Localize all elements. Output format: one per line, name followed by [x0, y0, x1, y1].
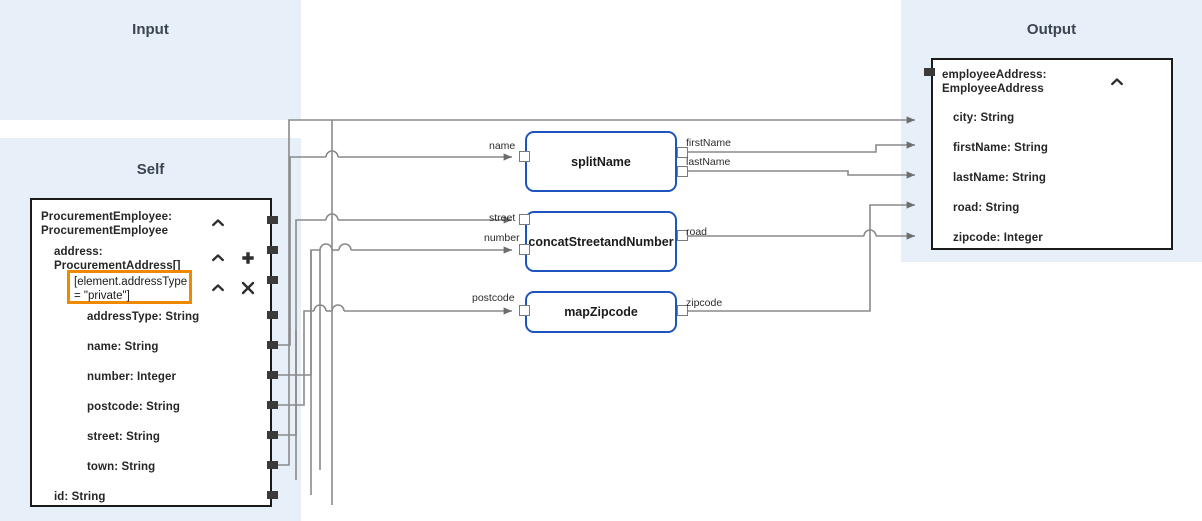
- self-structure-box: ProcurementEmployee: ProcurementEmployee…: [30, 198, 272, 507]
- output-field-city: city: String: [953, 112, 1015, 124]
- output-root-label: employeeAddress: EmployeeAddress: [942, 69, 1047, 95]
- self-field-town: town: String: [87, 461, 156, 473]
- input-panel-title: Input: [132, 21, 169, 38]
- self-port-name[interactable]: [267, 341, 278, 349]
- self-field-addressType: addressType: String: [87, 311, 200, 323]
- port-label-lastName: lastName: [686, 156, 731, 168]
- port-label-street: street: [489, 212, 516, 224]
- chevron-up-icon[interactable]: [210, 280, 226, 296]
- self-field-postcode: postcode: String: [87, 401, 180, 413]
- self-port-street[interactable]: [267, 431, 278, 439]
- port-label-name: name: [489, 140, 516, 152]
- self-port-town[interactable]: [267, 461, 278, 469]
- plus-icon[interactable]: [240, 250, 256, 266]
- output-structure-box: employeeAddress: EmployeeAddress city: S…: [931, 58, 1173, 250]
- output-field-lastName: lastName: String: [953, 172, 1046, 184]
- port-in-number[interactable]: [519, 244, 530, 255]
- self-port-root[interactable]: [267, 216, 278, 224]
- function-node-label: splitName: [571, 154, 631, 169]
- self-port-address[interactable]: [267, 246, 278, 254]
- filter-expression-chip[interactable]: [element.addressType = "private"]: [67, 270, 192, 304]
- chevron-up-icon[interactable]: [210, 250, 226, 266]
- self-port-filter[interactable]: [267, 276, 278, 284]
- port-out-road[interactable]: [677, 230, 688, 241]
- output-field-road: road: String: [953, 202, 1020, 214]
- function-node-splitName[interactable]: splitName: [525, 131, 677, 192]
- port-label-firstName: firstName: [686, 137, 731, 149]
- close-icon[interactable]: [240, 280, 256, 296]
- input-panel: Input: [0, 0, 301, 120]
- filter-expression-text: [element.addressType = "private"]: [74, 276, 188, 302]
- chevron-up-icon[interactable]: [1109, 74, 1125, 90]
- output-field-zipcode: zipcode: Integer: [953, 232, 1043, 244]
- chevron-up-icon[interactable]: [210, 215, 226, 231]
- self-field-street: street: String: [87, 431, 160, 443]
- self-field-name: name: String: [87, 341, 159, 353]
- port-label-road: road: [686, 226, 708, 238]
- function-node-concatStreetandNumber[interactable]: concatStreetandNumber: [525, 211, 677, 272]
- port-out-zipcode[interactable]: [677, 305, 688, 316]
- port-label-zipcode: zipcode: [686, 297, 723, 309]
- self-address-label: address: ProcurementAddress[]: [54, 246, 181, 272]
- function-node-mapZipcode[interactable]: mapZipcode: [525, 291, 677, 333]
- port-label-postcode: postcode: [472, 292, 515, 304]
- self-field-id: id: String: [54, 491, 106, 503]
- self-port-id[interactable]: [267, 491, 278, 499]
- output-port-root[interactable]: [924, 68, 935, 76]
- self-port-number[interactable]: [267, 371, 278, 379]
- self-panel-title: Self: [136, 161, 165, 178]
- self-field-number: number: Integer: [87, 371, 177, 383]
- output-field-firstName: firstName: String: [953, 142, 1048, 154]
- self-root-label: ProcurementEmployee: ProcurementEmployee: [41, 211, 173, 237]
- port-label-number: number: [484, 232, 520, 244]
- self-port-addressType[interactable]: [267, 311, 278, 319]
- function-node-label: mapZipcode: [564, 305, 638, 319]
- port-out-lastName[interactable]: [677, 166, 688, 177]
- function-node-label: concatStreetandNumber: [528, 234, 674, 249]
- self-port-postcode[interactable]: [267, 401, 278, 409]
- port-in-name[interactable]: [519, 151, 530, 162]
- port-in-street[interactable]: [519, 214, 530, 225]
- port-in-postcode[interactable]: [519, 305, 530, 316]
- port-out-firstName[interactable]: [677, 147, 688, 158]
- output-panel-title: Output: [1026, 21, 1077, 38]
